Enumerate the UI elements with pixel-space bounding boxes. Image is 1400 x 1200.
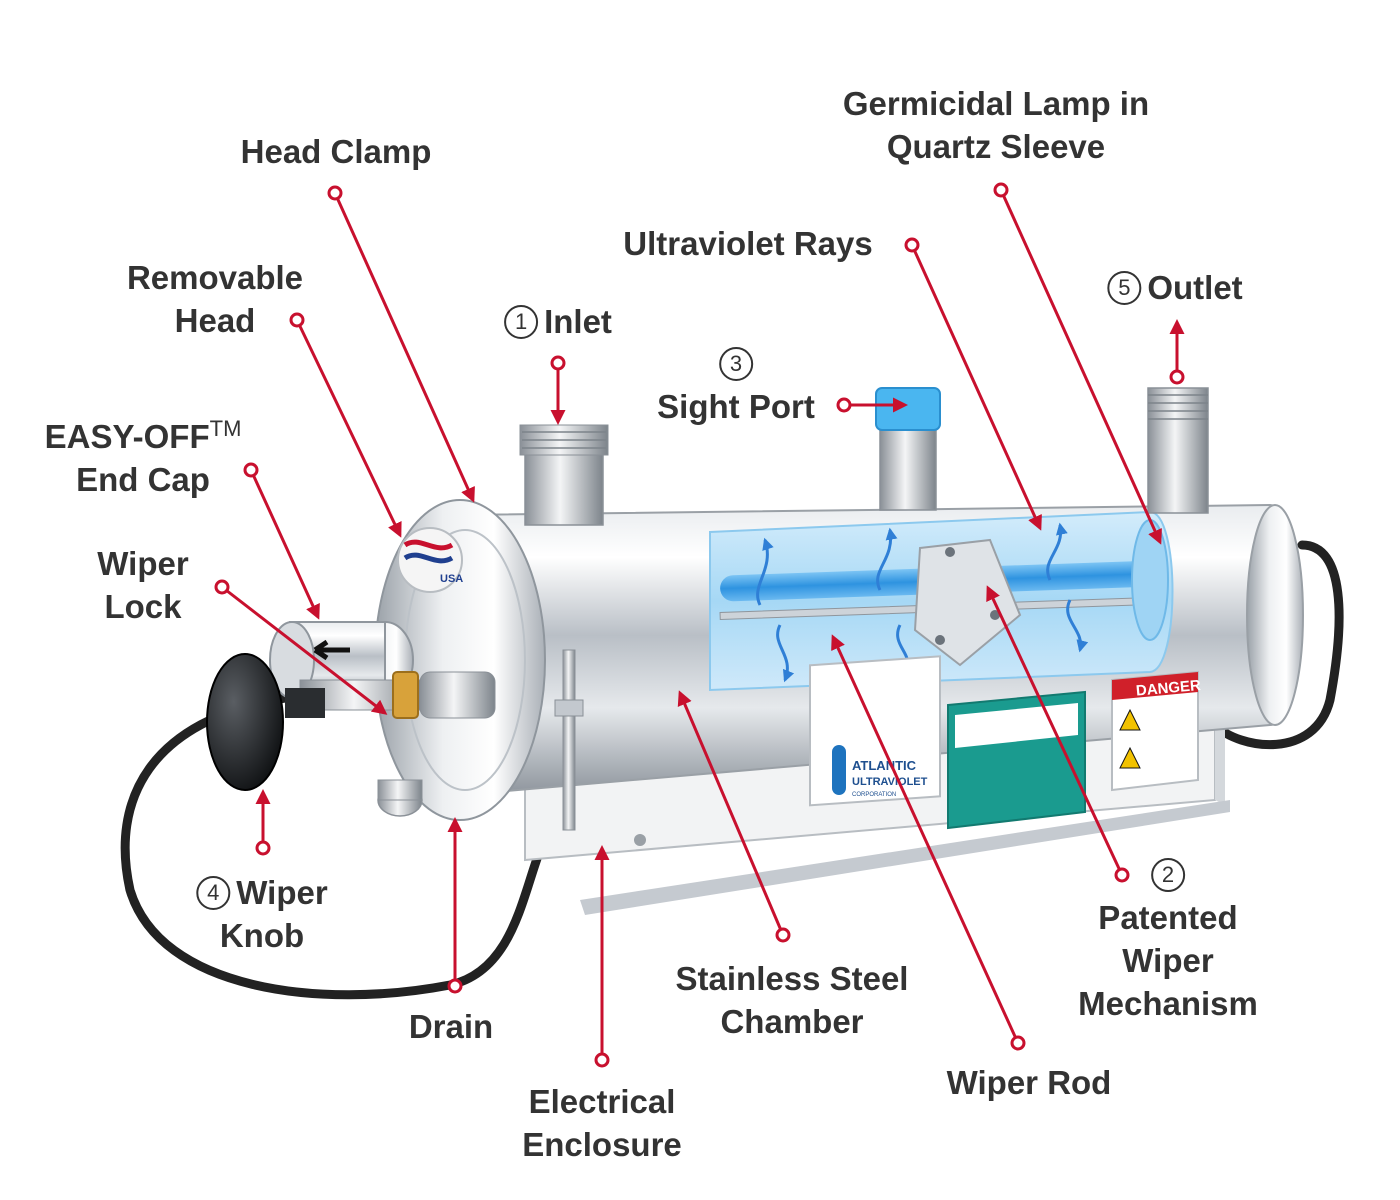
- label-wiper-lock: Wiper Lock: [97, 545, 189, 625]
- dot-wiper-rod: [1010, 1035, 1026, 1051]
- label-drain: Drain: [408, 1008, 494, 1045]
- callout-uv-rays: [910, 244, 1042, 531]
- removable-head: USA: [374, 499, 546, 821]
- made-in-usa-text: USA: [440, 573, 463, 585]
- wiper-mechanism-plate: [913, 538, 1022, 667]
- specs-decal: [947, 690, 1086, 830]
- inlet-pipe: [519, 424, 609, 526]
- label-easy-off-end-cap: EASY-OFFTM End Cap: [44, 416, 242, 498]
- number-badge-patented-wiper: 2: [1150, 858, 1185, 892]
- label-electrical-enclosure: Electrical Enclosure: [522, 1083, 682, 1163]
- brand-name-3: CORPORATION: [852, 792, 896, 798]
- brand-name-1: ATLANTIC: [852, 758, 917, 773]
- callout-end-cap: [249, 469, 320, 620]
- power-cable-left: [120, 693, 580, 1000]
- outlet-pipe: [1147, 387, 1209, 514]
- uv-rays: [756, 522, 1089, 683]
- dot-end-cap: [243, 462, 259, 478]
- dot-electrical: [594, 1052, 610, 1068]
- dot-uv-rays: [904, 237, 920, 253]
- callout-dots: [214, 182, 1185, 1068]
- label-wiper-rod: Wiper Rod: [946, 1064, 1112, 1101]
- callout-wiper-lock: [221, 585, 388, 715]
- label-germicidal-lamp: Germicidal Lamp in Quartz Sleeve: [842, 85, 1150, 165]
- callout-lines: [221, 189, 1185, 1060]
- dot-outlet: [1169, 369, 1185, 385]
- dot-inlet: [550, 355, 566, 371]
- label-removable-head: Removable Head: [126, 259, 304, 339]
- label-sight-port: 3 Sight Port: [657, 342, 815, 428]
- power-cable-right: [1210, 540, 1344, 750]
- callout-wiper-rod: [831, 634, 1020, 1044]
- callout-stainless: [677, 690, 785, 936]
- number-badge-inlet: 1: [504, 305, 539, 339]
- cutaway-window: [709, 510, 1174, 692]
- number-badge-sight-port: 3: [719, 347, 753, 381]
- label-ultraviolet-rays: Ultraviolet Rays: [623, 225, 873, 262]
- callout-head-clamp: [333, 192, 475, 503]
- dot-stainless: [775, 927, 791, 943]
- dot-drain: [447, 978, 463, 994]
- dot-wiper-knob: [255, 840, 271, 856]
- danger-decal: DANGER: [1111, 670, 1202, 792]
- callout-germicidal-lamp: [999, 189, 1162, 545]
- sight-port: [875, 387, 941, 511]
- label-stainless-steel-chamber: Stainless Steel Chamber: [675, 960, 909, 1040]
- dot-patented-wiper: [1114, 867, 1130, 883]
- dot-sight-port: [836, 397, 852, 413]
- danger-title: DANGER: [1135, 677, 1201, 700]
- label-head-clamp: Head Clamp: [240, 133, 432, 170]
- brand-name-2: ULTRAVIOLET: [852, 776, 928, 788]
- label-patented-wiper-mechanism: 2 Patented Wiper Mechanism: [1078, 853, 1258, 1025]
- number-badge-outlet: 5: [1107, 271, 1142, 305]
- drain-plug: [377, 779, 423, 817]
- dot-wiper-lock: [214, 579, 230, 595]
- dot-germicidal-lamp: [993, 182, 1009, 198]
- callout-removable-head: [295, 319, 402, 538]
- dot-removable-head: [289, 312, 305, 328]
- dot-head-clamp: [327, 185, 343, 201]
- callout-patented-wiper: [986, 585, 1124, 876]
- number-badge-wiper-knob: 4: [196, 876, 231, 910]
- wiper-knob: [206, 653, 325, 791]
- head-clamp-bolt: [554, 649, 584, 831]
